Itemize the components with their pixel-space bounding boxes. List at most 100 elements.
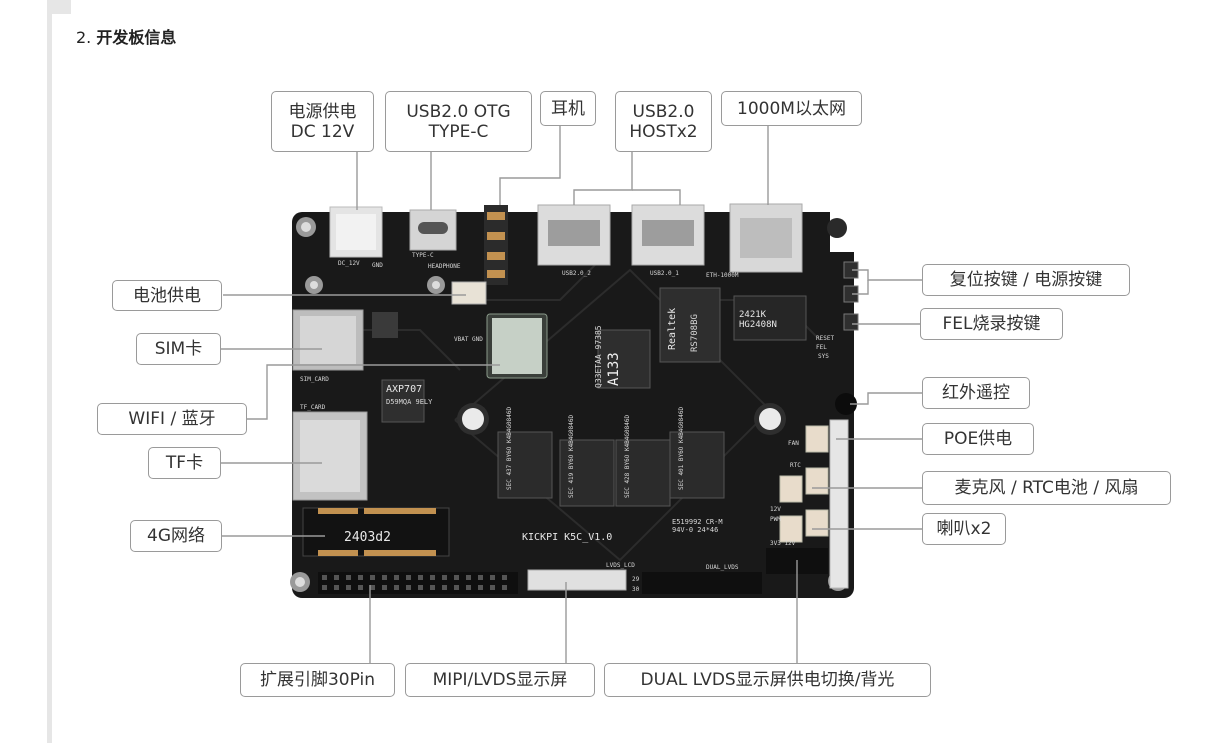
gpio-pin xyxy=(418,575,423,580)
pmic-chip xyxy=(381,379,425,423)
silk-dc12v: DC_12V xyxy=(338,260,360,267)
silk-3v3-12v: 3V3 12V xyxy=(770,540,796,547)
silk-vbat: VBAT GND xyxy=(454,336,483,343)
pcb-board xyxy=(290,203,859,598)
gpio-pin xyxy=(430,585,435,590)
silk-sys: SYS xyxy=(818,353,829,360)
silk-fel: FEL xyxy=(816,344,827,351)
gpio-pin xyxy=(502,575,507,580)
poe-connector xyxy=(829,419,849,589)
gpio-pin xyxy=(346,585,351,590)
silk-usb2: USB2.0_2 xyxy=(562,270,591,277)
gpio-pin xyxy=(322,575,327,580)
callout-speaker: 喇叭x2 xyxy=(922,513,1006,545)
silk-pwm: PWM xyxy=(770,516,781,523)
silk-tf-card: TF_CARD xyxy=(300,404,326,411)
callout-mipi-lvds: MIPI/LVDS显示屏 xyxy=(405,663,595,697)
gpio-pin xyxy=(466,585,471,590)
ir-receiver xyxy=(835,393,857,415)
sidebar-rule xyxy=(47,0,52,743)
callout-reset-power: 复位按键 / 电源按键 xyxy=(922,264,1130,296)
gpio-pin xyxy=(454,575,459,580)
silk-dual-lvds: DUAL_LVDS xyxy=(706,564,739,571)
silk-typec: TYPE-C xyxy=(412,252,434,259)
callout-ethernet: 1000M以太网 xyxy=(721,91,862,126)
silk-pin30: 30 xyxy=(632,586,640,593)
eth-chip-label: RS708BG xyxy=(690,314,700,352)
silk-eth: ETH-1000M xyxy=(706,272,739,279)
ram-label-3: SEC 428 BY6O K4B4G0846D xyxy=(624,414,631,498)
silk-fan: FAN xyxy=(788,440,799,447)
callout-usb-host: USB2.0 HOSTx2 xyxy=(615,91,712,152)
silk-pin29: 29 xyxy=(632,576,640,583)
callout-fel: FEL烧录按键 xyxy=(920,308,1063,340)
gpio-pin xyxy=(322,585,327,590)
gpio-pin xyxy=(334,585,339,590)
callout-gpio: 扩展引脚30Pin xyxy=(240,663,395,697)
gpio-pin xyxy=(490,575,495,580)
heading-title: 开发板信息 xyxy=(96,28,177,47)
gpio-pin xyxy=(478,585,483,590)
callout-earphone: 耳机 xyxy=(540,91,596,126)
gpio-pin xyxy=(430,575,435,580)
gpio-pin xyxy=(442,585,447,590)
callout-poe: POE供电 xyxy=(922,423,1034,455)
callout-battery: 电池供电 xyxy=(112,280,222,311)
gpio-pin xyxy=(370,585,375,590)
callout-mic-rtc-fan: 麦克风 / RTC电池 / 风扇 xyxy=(922,471,1171,505)
lvds-connector xyxy=(527,569,627,591)
callout-tf: TF卡 xyxy=(148,447,221,479)
gpio-pin xyxy=(358,575,363,580)
callout-wifi-bt: WIFI / 蓝牙 xyxy=(97,403,247,435)
gpio-pin xyxy=(394,575,399,580)
gpio-pin xyxy=(418,585,423,590)
silk-usb1: USB2.0_1 xyxy=(650,270,679,277)
gpio-pin xyxy=(346,575,351,580)
silk-lvds-lcd: LVDS_LCD xyxy=(606,562,635,569)
callout-power-dc: 电源供电 DC 12V xyxy=(271,91,374,152)
callout-dual-lvds: DUAL LVDS显示屏供电切换/背光 xyxy=(604,663,931,697)
callout-sim: SIM卡 xyxy=(136,333,221,365)
lte-slot-pins xyxy=(318,508,436,556)
pmic-code: D59MQA 9ELY xyxy=(386,398,433,406)
magnetics-label: 2421K HG2408N xyxy=(739,310,777,330)
board-model: KICKPI K5C_V1.0 xyxy=(522,532,613,543)
gpio-pin xyxy=(442,575,447,580)
gpio-pin xyxy=(382,585,387,590)
gpio-pin xyxy=(394,585,399,590)
ethernet-phy-chip xyxy=(659,287,721,363)
callout-lte: 4G网络 xyxy=(130,520,222,552)
dual-lvds-header xyxy=(642,572,762,594)
silk-rtc: RTC xyxy=(790,462,801,469)
gpio-pin xyxy=(358,585,363,590)
battery-connector xyxy=(451,281,487,305)
silk-headphone: HEADPHONE xyxy=(428,263,461,270)
gpio-pin xyxy=(334,575,339,580)
silk-12v: 12V xyxy=(770,506,781,513)
side-buttons xyxy=(843,261,859,331)
gpio-pin xyxy=(382,575,387,580)
leader-lines xyxy=(221,126,922,663)
gpio-pin xyxy=(370,575,375,580)
soc-label: A133 xyxy=(606,352,622,386)
ram-label-4: SEC 401 BY6O K4B4G0846D xyxy=(678,406,685,490)
pmic-label: AXP707 xyxy=(386,384,423,395)
soc-chip xyxy=(597,329,651,389)
inductor xyxy=(372,312,398,338)
sidebar-rule-tab xyxy=(47,0,71,14)
gpio-pin xyxy=(406,585,411,590)
gpio-pin xyxy=(406,575,411,580)
cert-label: E519992 CR-M 94V-0 24*46 xyxy=(672,518,723,534)
section-heading: 2. 开发板信息 xyxy=(76,27,176,49)
gpio-pin xyxy=(454,585,459,590)
silk-reset: RESET xyxy=(816,335,835,342)
soc-code: Q33ETAA 97385 xyxy=(594,325,603,388)
magnetics xyxy=(733,295,807,341)
lte-slot xyxy=(302,507,450,557)
gpio-pin xyxy=(466,575,471,580)
gpio-header xyxy=(318,572,518,594)
gpio-pin xyxy=(502,585,507,590)
ram-label-2: SEC 419 BY6O K4B4G0846D xyxy=(568,414,575,498)
callout-usb-otg: USB2.0 OTG TYPE-C xyxy=(385,91,532,152)
